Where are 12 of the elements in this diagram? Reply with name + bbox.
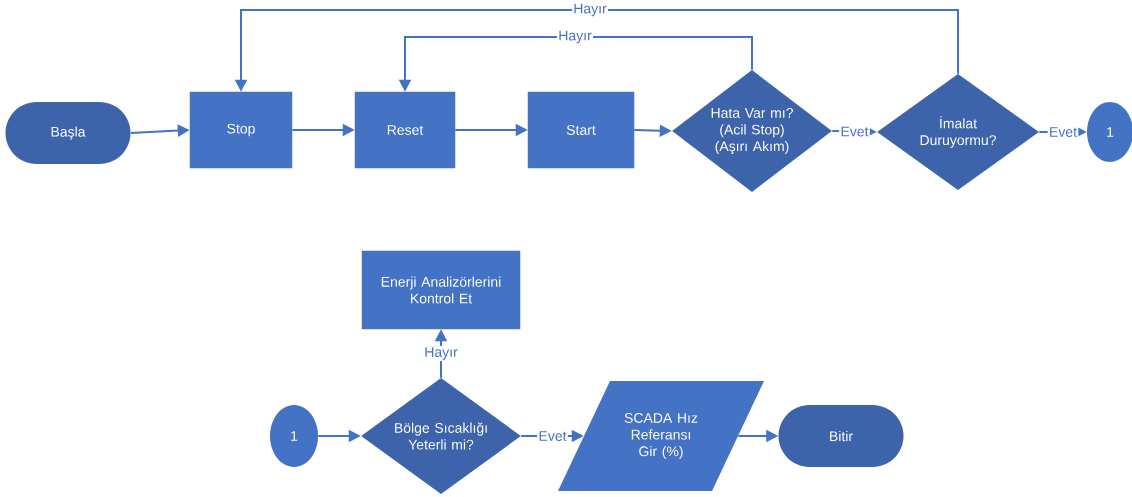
edge-label: Hayır (556, 29, 594, 45)
edge-label: Hayır (571, 2, 609, 18)
end-terminal: Bitir (778, 405, 904, 467)
process-box: Start (527, 91, 635, 169)
edge-label: Evet (839, 125, 870, 138)
process-box: Enerji Analizörlerini Kontrol Et (361, 250, 521, 330)
edge-label: Hayır (422, 345, 460, 362)
process-box: Reset (354, 91, 456, 169)
process-box: Stop (189, 91, 293, 169)
start-terminal: Başla (5, 102, 131, 164)
edge-label: Evet (537, 429, 568, 443)
edge-label: Evet (1047, 125, 1079, 139)
